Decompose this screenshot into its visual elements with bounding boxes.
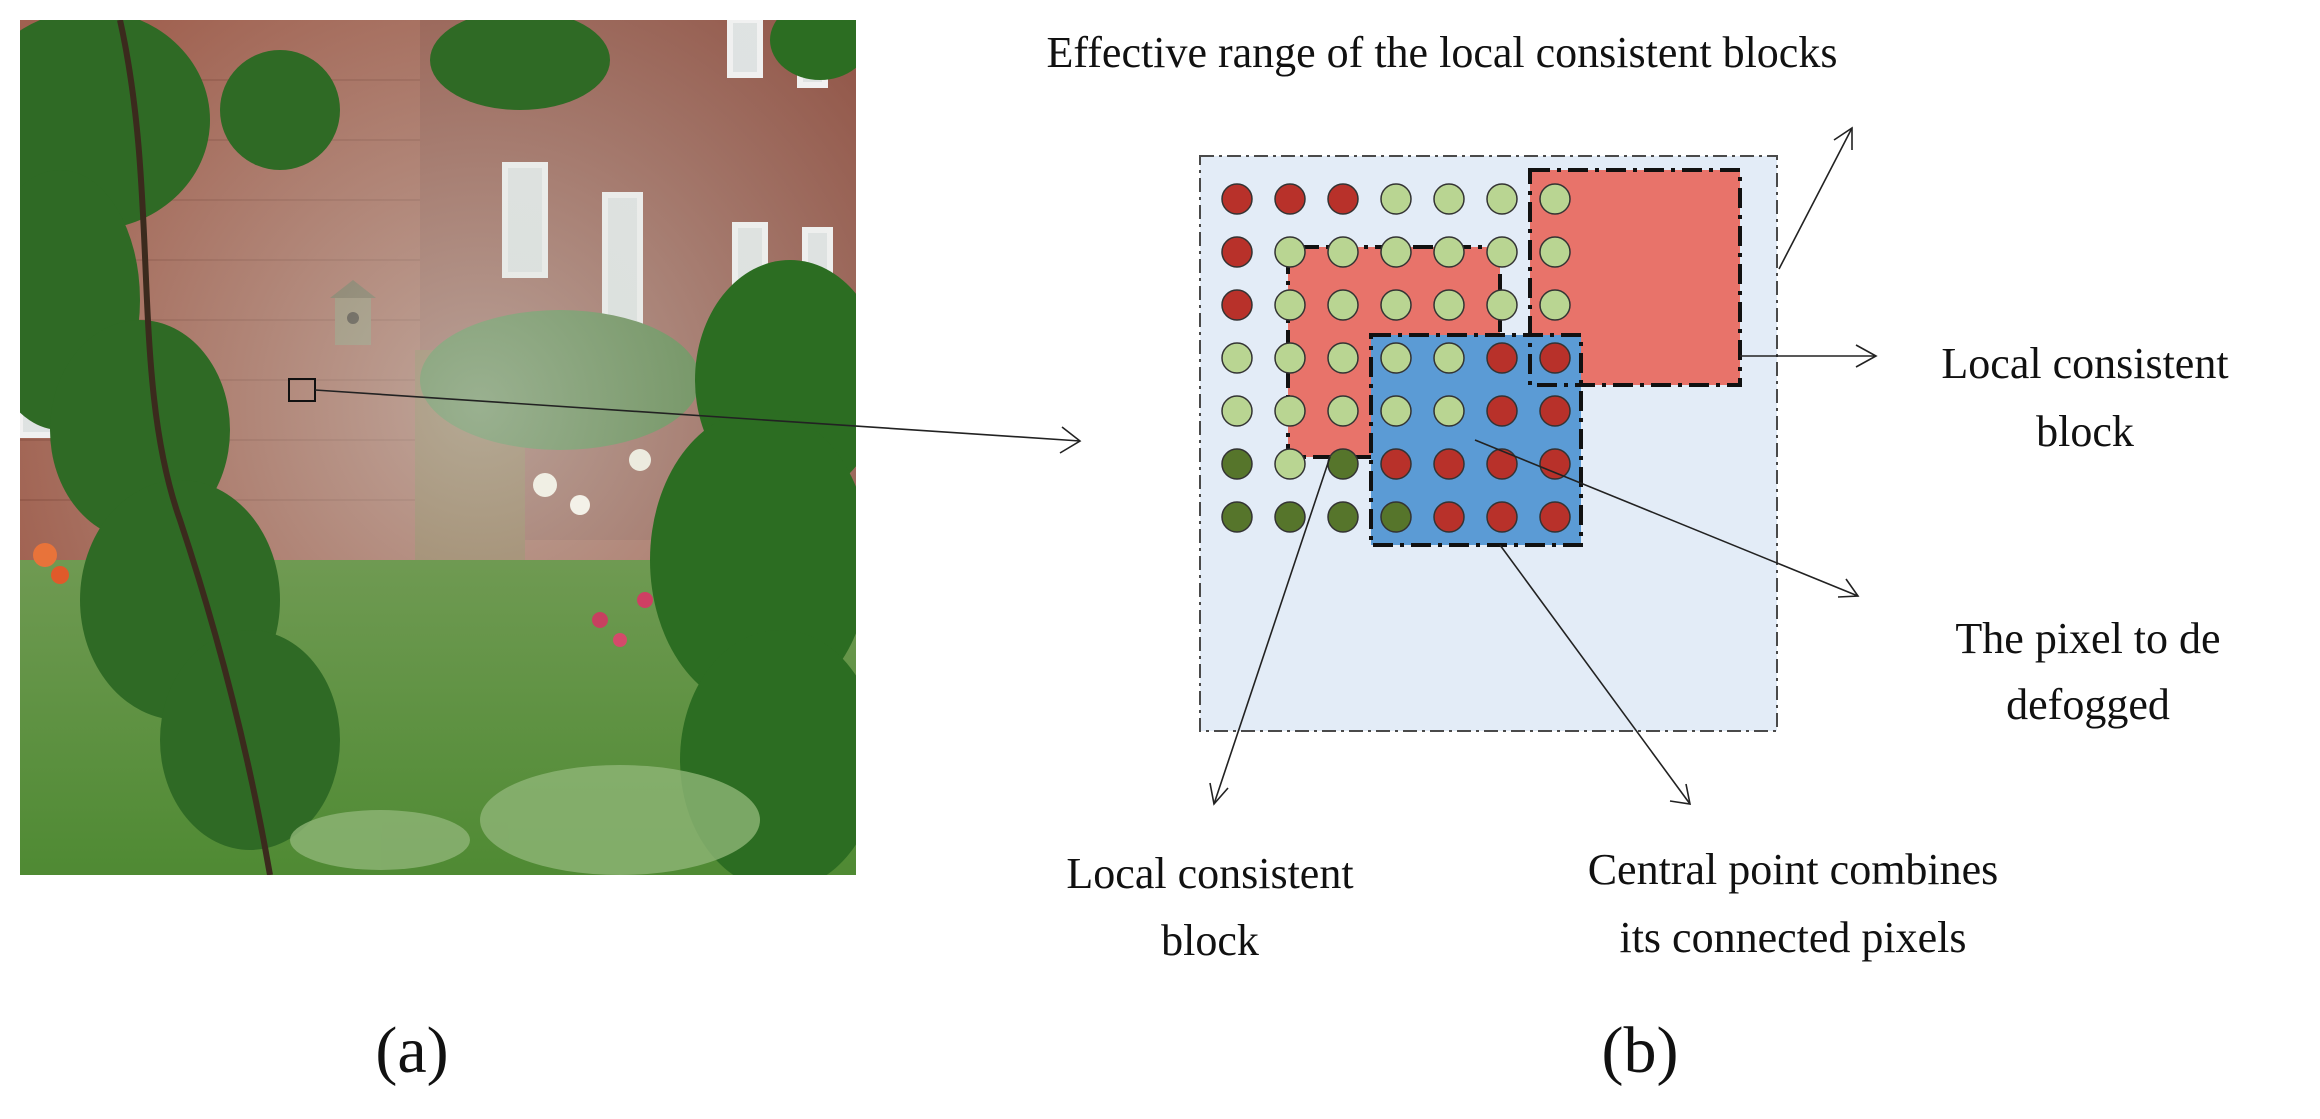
right-block-label-line2: block — [2036, 407, 2134, 456]
bottom-block-label-line1: Local consistent — [1066, 849, 1353, 898]
pixel-dot-light-green — [1327, 236, 1359, 268]
pixel-dot-dark-red — [1433, 448, 1465, 480]
pixel-dot-light-green — [1327, 289, 1359, 321]
pixel-dot-dark-green — [1274, 501, 1306, 533]
pixel-dot-light-green — [1433, 342, 1465, 374]
pixel-dot-light-green — [1486, 183, 1518, 215]
pixel-dot-dark-red — [1539, 342, 1571, 374]
left-tree — [20, 20, 610, 850]
pixel-dot-dark-red — [1486, 342, 1518, 374]
grass-tufts — [290, 765, 760, 875]
pixel-label-line1: The pixel to de — [1955, 614, 2220, 663]
pixel-dot-light-green — [1380, 395, 1412, 427]
pixel-dot-dark-red — [1539, 448, 1571, 480]
pixel-dot-dark-red — [1327, 183, 1359, 215]
pixel-dot-dark-green — [1327, 501, 1359, 533]
pixel-dot-light-green — [1486, 289, 1518, 321]
pixel-dot-light-green — [1274, 342, 1306, 374]
pixel-dot-dark-red — [1274, 183, 1306, 215]
pixel-dot-light-green — [1539, 289, 1571, 321]
pixel-dot-light-green — [1433, 395, 1465, 427]
pixel-dot-light-green — [1274, 236, 1306, 268]
pixel-dot-light-green — [1433, 289, 1465, 321]
pixel-dot-light-green — [1380, 289, 1412, 321]
bottom-block-label-line2: block — [1161, 916, 1259, 965]
pixel-pointer — [1474, 439, 1859, 597]
pixel-dot-dark-green — [1327, 448, 1359, 480]
left-block-pointer — [1213, 456, 1331, 805]
pixel-dot-dark-green — [1221, 448, 1253, 480]
pixel-dot-dark-red — [1221, 289, 1253, 321]
pixel-dot-light-green — [1539, 236, 1571, 268]
pixel-label-line2: defogged — [2006, 680, 2170, 729]
effective-range-pointer — [1778, 127, 1853, 270]
pixel-dot-light-green — [1433, 236, 1465, 268]
pixel-dot-light-green — [1380, 236, 1412, 268]
right-block-pointer-head — [1855, 344, 1878, 368]
pixel-dot-light-green — [1327, 342, 1359, 374]
central-point-label-line2: its connected pixels — [1619, 913, 1966, 962]
pixel-dot-dark-red — [1486, 448, 1518, 480]
right-tree — [650, 20, 856, 875]
central-point-label-line1: Central point combines — [1588, 845, 1999, 894]
pixel-dot-light-green — [1274, 448, 1306, 480]
pixel-dot-light-green — [1274, 395, 1306, 427]
pixel-dot-light-green — [1380, 342, 1412, 374]
tree-branch — [117, 20, 273, 875]
pixel-dot-dark-green — [1221, 501, 1253, 533]
pixel-dot-dark-red — [1380, 448, 1412, 480]
pixel-dot-light-green — [1486, 236, 1518, 268]
zoom-arrow-head — [1059, 426, 1082, 454]
pixel-dot-dark-red — [1433, 501, 1465, 533]
pixel-dot-dark-red — [1221, 236, 1253, 268]
pixel-dot-dark-green — [1380, 501, 1412, 533]
pixel-dot-light-green — [1433, 183, 1465, 215]
pixel-dot-light-green — [1221, 342, 1253, 374]
panel-a-label: (a) — [375, 1014, 448, 1087]
right-block-outline — [1528, 168, 1742, 387]
pixel-dot-light-green — [1274, 289, 1306, 321]
pixel-dot-light-green — [1221, 395, 1253, 427]
pixel-dot-light-green — [1539, 183, 1571, 215]
central-block-outline — [1369, 333, 1583, 547]
right-block-label-line1: Local consistent — [1941, 339, 2228, 388]
pixel-grid — [1221, 183, 1571, 533]
pixel-dot-dark-red — [1486, 395, 1518, 427]
effective-range-pointer-head — [1833, 126, 1853, 150]
central-block-pointer-head — [1669, 783, 1692, 805]
flowers — [33, 449, 653, 647]
pixel-dot-light-green — [1380, 183, 1412, 215]
foggy-photo — [20, 20, 856, 875]
pixel-dot-dark-red — [1539, 395, 1571, 427]
pixel-pointer-head — [1837, 578, 1860, 598]
left-block-pointer-head — [1209, 782, 1229, 806]
central-block-pointer — [1499, 544, 1691, 805]
zoom-arrow — [314, 389, 1081, 442]
effective-range-label: Effective range of the local consistent … — [1047, 28, 1838, 77]
pixel-dot-dark-red — [1539, 501, 1571, 533]
panel-b-label: (b) — [1602, 1014, 1679, 1087]
pixel-dot-dark-red — [1221, 183, 1253, 215]
pixel-dot-light-green — [1327, 395, 1359, 427]
pixel-dot-dark-red — [1486, 501, 1518, 533]
